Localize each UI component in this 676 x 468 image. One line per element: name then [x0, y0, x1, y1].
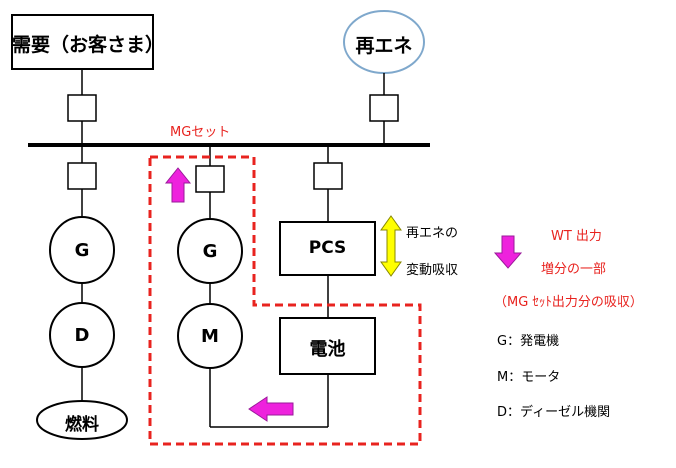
pcs-label: PCS: [308, 238, 347, 258]
breaker-mg: [195, 165, 225, 193]
legend-m: M：モータ: [497, 370, 561, 385]
gen-left-label: G: [74, 240, 90, 261]
demand-label: 需要（お客さま）: [12, 34, 165, 56]
fuel-ellipse: [36, 400, 128, 440]
wt-line2: 増分の一部: [541, 262, 607, 277]
mg-set-boundary: [148, 155, 422, 446]
pcs-note-line2: 変動吸収: [406, 263, 459, 278]
breaker-gen-left: [67, 162, 97, 190]
mg-set-label: MGセット: [170, 125, 231, 140]
double-arrow-icon: [380, 215, 402, 277]
diesel-label: D: [74, 325, 90, 346]
renewable-label: 再エネ: [355, 35, 413, 57]
wt-line1: WT 出力: [551, 229, 602, 244]
wt-line3: （MG ｾｯﾄ出力分の吸収）: [494, 295, 643, 310]
left-arrow-icon: [248, 396, 294, 422]
up-arrow-icon: [164, 167, 192, 203]
breaker-pcs: [313, 162, 343, 190]
pcs-note-line1: 再エネの: [406, 226, 459, 241]
breaker-renewable: [369, 94, 399, 122]
legend-g: G：発電機: [497, 334, 560, 349]
gen-mg-label: G: [202, 241, 218, 262]
down-arrow-icon: [493, 235, 523, 269]
motor-label: M: [201, 326, 219, 347]
battery-box: [279, 317, 376, 375]
battery-label: 電池: [309, 339, 346, 360]
fuel-label: 燃料: [65, 415, 99, 435]
breaker-demand: [67, 94, 97, 122]
legend-d: D：ディーゼル機関: [497, 405, 611, 420]
